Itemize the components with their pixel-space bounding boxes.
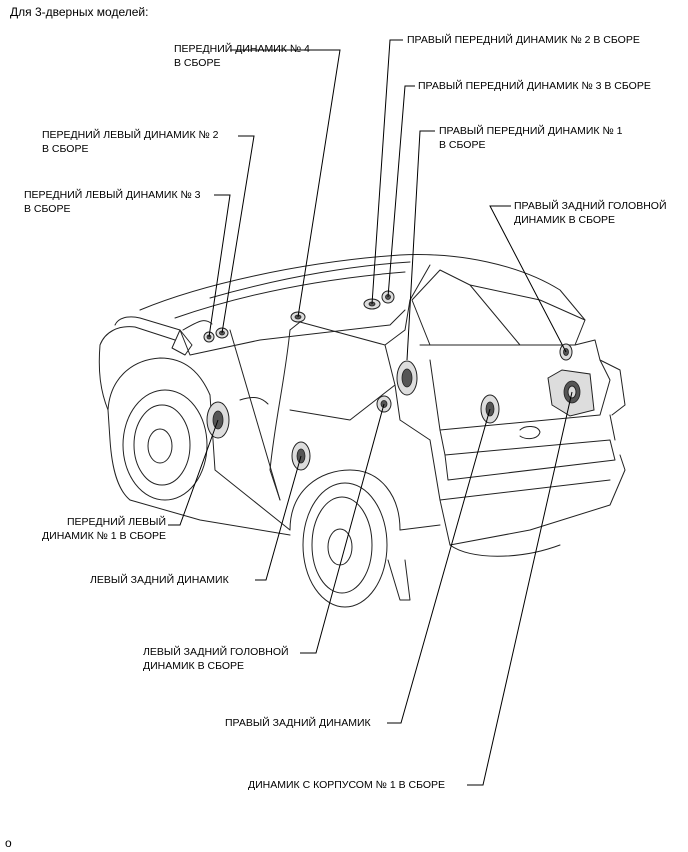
- label-line: В СБОРЕ: [439, 139, 486, 151]
- leader-front-left-speaker-2: [221, 135, 255, 334]
- label-right-rear-head-speaker: ПРАВЫЙ ЗАДНИЙ ГОЛОВНОЙ ДИНАМИК В СБОРЕ: [514, 199, 667, 227]
- label-front-left-speaker-2: ПЕРЕДНИЙ ЛЕВЫЙ ДИНАМИК № 2 В СБОРЕ: [42, 128, 219, 156]
- figure-code: o: [5, 836, 12, 850]
- diagram-title: Для 3-дверных моделей:: [10, 5, 149, 19]
- label-left-rear-head-speaker: ЛЕВЫЙ ЗАДНИЙ ГОЛОВНОЙ ДИНАМИК В СБОРЕ: [143, 645, 289, 673]
- leader-right-rear-speaker: [387, 408, 491, 724]
- label-line: ПРАВЫЙ ЗАДНИЙ ДИНАМИК: [225, 717, 371, 729]
- label-line: ДИНАМИК № 1 В СБОРЕ: [42, 530, 166, 542]
- label-left-rear-speaker: ЛЕВЫЙ ЗАДНИЙ ДИНАМИК: [90, 573, 229, 587]
- leader-front-left-speaker-1: [168, 419, 219, 526]
- leader-lines: [168, 39, 573, 786]
- label-line: ПЕРЕДНИЙ ЛЕВЫЙ ДИНАМИК № 2: [42, 129, 219, 141]
- label-line: ПРАВЫЙ ПЕРЕДНИЙ ДИНАМИК № 2 В СБОРЕ: [407, 34, 640, 46]
- leader-right-rear-head-speaker: [489, 205, 567, 353]
- label-line: В СБОРЕ: [24, 203, 71, 215]
- leader-right-front-speaker-2: [371, 39, 403, 305]
- leader-left-rear-head-speaker: [300, 403, 385, 654]
- leader-right-front-speaker-3: [387, 85, 415, 298]
- label-line: ДИНАМИК С КОРПУСОМ № 1 В СБОРЕ: [248, 779, 446, 791]
- label-line: ПРАВЫЙ ЗАДНИЙ ГОЛОВНОЙ: [514, 200, 667, 212]
- leader-right-front-speaker-1: [406, 130, 435, 361]
- label-line: ПРАВЫЙ ПЕРЕДНИЙ ДИНАМИК № 1: [439, 125, 623, 137]
- label-right-front-speaker-3: ПРАВЫЙ ПЕРЕДНИЙ ДИНАМИК № 3 В СБОРЕ: [418, 79, 651, 93]
- label-right-front-speaker-1: ПРАВЫЙ ПЕРЕДНИЙ ДИНАМИК № 1 В СБОРЕ: [439, 124, 622, 152]
- leader-speaker-box-1: [467, 391, 573, 786]
- label-front-speaker-4: ПЕРЕДНИЙ ДИНАМИК № 4 В СБОРЕ: [174, 42, 310, 70]
- label-front-left-speaker-3: ПЕРЕДНИЙ ЛЕВЫЙ ДИНАМИК № 3 В СБОРЕ: [24, 188, 201, 216]
- label-line: ПРАВЫЙ ПЕРЕДНИЙ ДИНАМИК № 3 В СБОРЕ: [418, 80, 651, 92]
- speaker-right-front-1-marker: [396, 360, 418, 396]
- label-right-rear-speaker: ПРАВЫЙ ЗАДНИЙ ДИНАМИК: [225, 716, 371, 730]
- label-line: ПЕРЕДНИЙ ДИНАМИК № 4: [174, 43, 310, 55]
- leader-front-speaker-4: [230, 49, 341, 318]
- label-line: ДИНАМИК В СБОРЕ: [143, 660, 245, 672]
- label-right-front-speaker-2: ПРАВЫЙ ПЕРЕДНИЙ ДИНАМИК № 2 В СБОРЕ: [407, 33, 640, 47]
- label-front-left-speaker-1: ПЕРЕДНИЙ ЛЕВЫЙ ДИНАМИК № 1 В СБОРЕ: [42, 515, 166, 543]
- label-line: ПЕРЕДНИЙ ЛЕВЫЙ: [66, 516, 166, 528]
- speaker-box-1-marker: [547, 369, 595, 417]
- vehicle-body-outline: [98, 254, 626, 608]
- label-line: ЛЕВЫЙ ЗАДНИЙ ГОЛОВНОЙ: [143, 646, 289, 658]
- label-line: В СБОРЕ: [174, 57, 221, 69]
- label-line: ПЕРЕДНИЙ ЛЕВЫЙ ДИНАМИК № 3: [24, 189, 201, 201]
- leader-front-left-speaker-3: [208, 194, 231, 338]
- label-line: В СБОРЕ: [42, 143, 89, 155]
- leader-left-rear-speaker: [255, 455, 302, 581]
- label-line: ДИНАМИК В СБОРЕ: [514, 214, 616, 226]
- label-speaker-box-1: ДИНАМИК С КОРПУСОМ № 1 В СБОРЕ: [248, 778, 445, 792]
- label-line: ЛЕВЫЙ ЗАДНИЙ ДИНАМИК: [90, 574, 229, 586]
